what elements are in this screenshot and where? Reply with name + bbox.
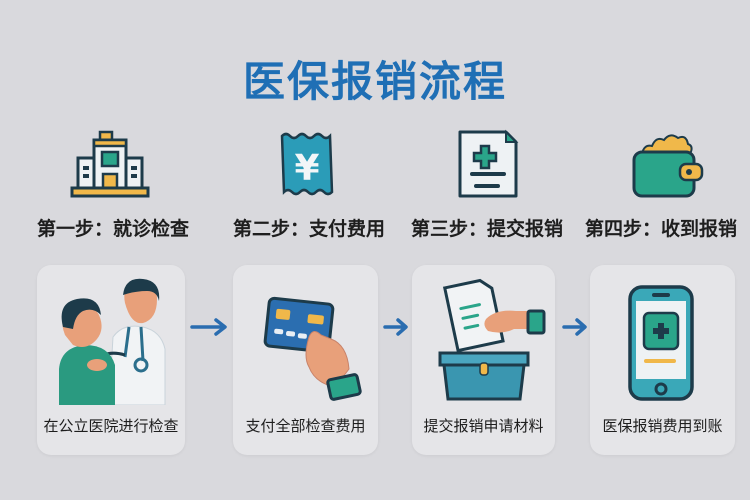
hand-card-illustration	[263, 296, 362, 401]
step-1-card: 在公立医院进行检查	[37, 265, 185, 455]
hospital-building-icon	[70, 130, 150, 198]
phone-payment-illustration	[628, 285, 694, 401]
step-3-caption: 提交报销申请材料	[423, 417, 544, 435]
submit-document-illustration	[438, 278, 546, 401]
step-4-label: 第四步：收到报销	[585, 218, 738, 240]
step-1-label: 第一步：就诊检查	[37, 218, 190, 240]
svg-text:¥: ¥	[294, 148, 319, 189]
right-arrow-icon	[562, 318, 587, 336]
doctor-patient-illustration	[59, 278, 166, 405]
wallet-icon	[632, 134, 704, 198]
right-arrow-icon	[190, 318, 227, 336]
step-4-card: 医保报销费用到账	[590, 265, 735, 455]
page-title: 医保报销流程	[242, 57, 507, 106]
step-3-card: 提交报销申请材料	[412, 265, 555, 455]
step-2-caption: 支付全部检查费用	[245, 417, 366, 435]
step-4-caption: 医保报销费用到账	[602, 417, 723, 435]
step-2-label: 第二步：支付费用	[233, 218, 386, 240]
step-1-caption: 在公立医院进行检查	[43, 417, 179, 435]
step-2-card: 支付全部检查费用	[233, 265, 378, 455]
step-3-label: 第三步：提交报销	[411, 218, 564, 240]
medical-document-icon	[458, 129, 519, 198]
right-arrow-icon	[383, 318, 408, 336]
yen-ticket-icon: ¥	[280, 132, 334, 196]
